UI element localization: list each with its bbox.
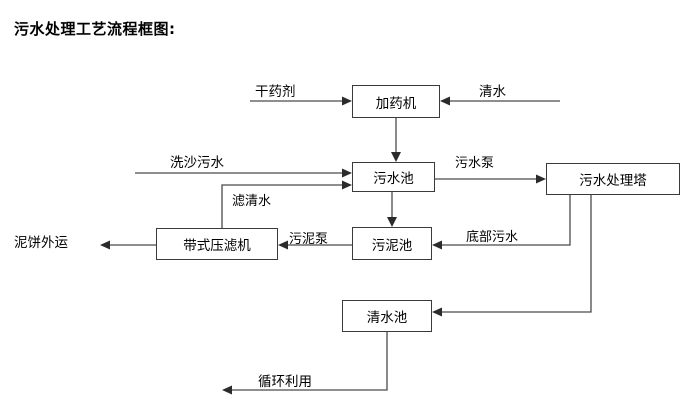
edge-filtrate-to-wastepool <box>221 180 352 228</box>
node-label: 污水处理塔 <box>579 173 647 189</box>
node-label: 带式压滤机 <box>183 238 251 254</box>
edge-dosing-to-wastepool <box>391 118 401 162</box>
edge-dry-agent-to-dosing <box>250 96 352 106</box>
node-clear-water-pool[interactable]: 清水池 <box>342 300 432 332</box>
node-sludge-pool[interactable]: 污泥池 <box>352 227 432 260</box>
node-wastewater-pool[interactable]: 污水池 <box>352 162 435 192</box>
edge-wastepool-to-tower <box>435 174 546 184</box>
node-treatment-tower[interactable]: 污水处理塔 <box>546 163 680 195</box>
edge-filter-to-mudcake <box>100 240 156 250</box>
node-label: 加药机 <box>375 95 417 112</box>
edge-label-bottom-sewage: 底部污水 <box>466 230 519 245</box>
edge-bottom-sewage-to-sludge <box>432 195 571 250</box>
page-title: 污水处理工艺流程框图: <box>14 20 176 38</box>
edge-sandwashing-to-wastepool <box>135 168 352 178</box>
input-label-dry-agent: 干药剂 <box>255 84 296 100</box>
edge-sludge-to-filter <box>278 240 352 250</box>
output-label-recycling: 循环利用 <box>258 374 312 390</box>
input-label-sand-washing-sewage: 洗沙污水 <box>170 155 224 171</box>
input-label-clean-water: 清水 <box>479 84 506 100</box>
edge-label-wastewater-pump: 污水泵 <box>455 156 495 171</box>
node-dosing-machine[interactable]: 加药机 <box>352 85 440 118</box>
node-label: 清水池 <box>366 310 408 326</box>
edge-label-filtrate: 滤清水 <box>232 194 272 209</box>
edge-wastepool-to-sludge <box>387 192 397 227</box>
edge-clean-water-to-dosing <box>440 96 560 106</box>
node-label: 污水池 <box>373 171 414 187</box>
edge-label-sludge-pump: 污泥泵 <box>289 232 329 247</box>
edge-tower-to-clearpool <box>432 195 592 317</box>
output-label-mud-cake-transport: 泥饼外运 <box>14 235 68 251</box>
node-belt-filter-press[interactable]: 带式压滤机 <box>156 228 278 260</box>
edge-clearpool-to-recycling <box>222 332 388 395</box>
node-label: 污泥池 <box>371 237 413 254</box>
